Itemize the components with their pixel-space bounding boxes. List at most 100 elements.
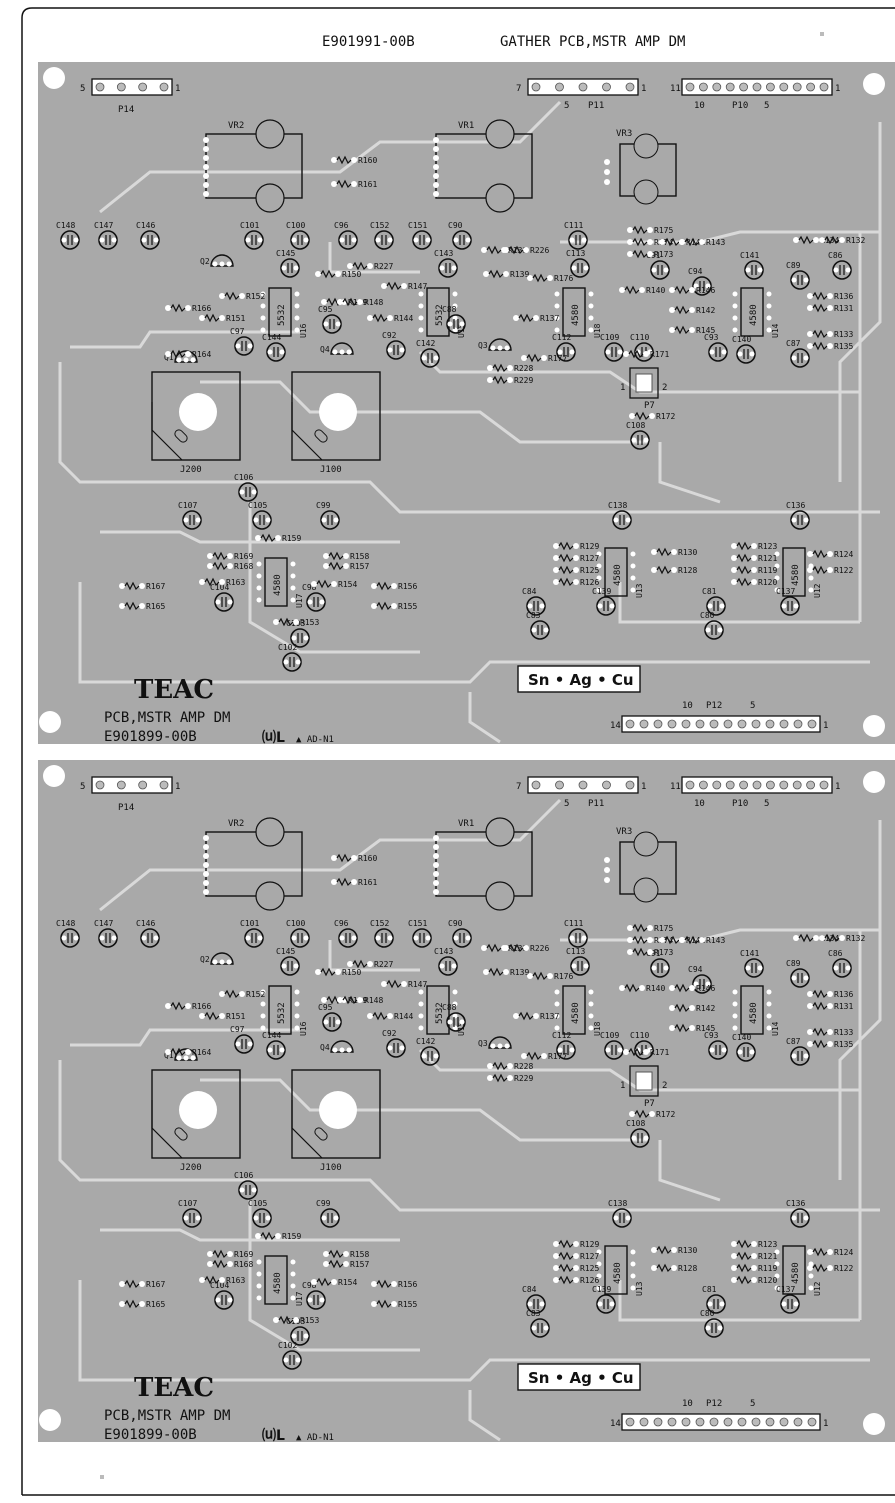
resistor-label: R165 [146, 1300, 165, 1309]
resistor-label: R171 [650, 1048, 669, 1057]
resistor: R167 [118, 1280, 165, 1289]
mounting-hole [39, 711, 61, 733]
resistor-label: R129 [580, 1240, 599, 1249]
ic-part-number: 4580 [571, 1002, 581, 1024]
resistor: R226 [502, 246, 549, 255]
resistor: R126 [552, 578, 599, 587]
resistor: R148 [336, 298, 383, 307]
resistor: R146 [668, 984, 715, 993]
capacitor-label: C100 [286, 221, 305, 230]
capacitor-label: C104 [210, 583, 229, 592]
capacitor: C101 [240, 221, 264, 250]
capacitor: C151 [408, 221, 432, 250]
capacitor: C105 [248, 1199, 272, 1228]
resistor-label: R138 [508, 944, 527, 953]
resistor: R164 [164, 1048, 211, 1057]
resistor-label: R122 [834, 566, 853, 575]
capacitor: C89 [786, 959, 810, 988]
mounting-hole [863, 73, 885, 95]
jack-j100: J100 [291, 371, 381, 475]
mounting-hole [863, 771, 885, 793]
capacitor-label: C92 [382, 1029, 397, 1038]
connector-pin-label: 1 [835, 84, 840, 94]
capacitor-label: C84 [522, 1285, 537, 1294]
capacitor-label: C151 [408, 221, 427, 230]
resistor: R166 [164, 304, 211, 313]
capacitor-label: C95 [318, 305, 333, 314]
capacitor-label: C138 [608, 501, 627, 510]
capacitor-label: C141 [740, 251, 759, 260]
capacitor-label: C92 [382, 331, 397, 340]
connector-pin-label: 7 [516, 84, 521, 94]
resistor: R229 [486, 376, 533, 385]
capacitor: C87 [786, 1037, 810, 1066]
potentiometer-vr1: VR1 [433, 119, 533, 213]
capacitor-label: C106 [234, 1171, 253, 1180]
resistor: R169 [206, 552, 253, 561]
capacitor: C84 [522, 1285, 546, 1314]
resistor-label: R172 [656, 1110, 675, 1119]
capacitor: C140 [732, 1033, 756, 1062]
potentiometer-vr3: VR3 [604, 827, 677, 903]
capacitor: C146 [136, 221, 160, 250]
capacitor-label: C136 [786, 501, 805, 510]
resistor-label: R156 [398, 1280, 417, 1289]
resistor-label: R145 [696, 326, 715, 335]
connector-pin-label: 2 [662, 1081, 667, 1091]
capacitor-label: C145 [276, 947, 295, 956]
resistor-label: R160 [358, 854, 377, 863]
resistor-label: R125 [580, 566, 599, 575]
resistor: R131 [806, 304, 853, 313]
connector-pin-label: 1 [175, 782, 180, 792]
resistor: R165 [118, 1300, 165, 1309]
ul-mark-icon: ⒰L [262, 729, 285, 746]
transistor: Q3 [478, 1036, 512, 1050]
capacitor-label: C106 [234, 473, 253, 482]
capacitor: C86 [828, 251, 852, 280]
jack-label: J200 [180, 465, 202, 475]
transistor: Q1 [164, 350, 198, 364]
capacitor: C102 [278, 643, 302, 672]
capacitor: C81 [702, 1285, 726, 1314]
transistor-label: Q2 [200, 955, 210, 964]
resistor-label: R139 [510, 968, 529, 977]
resistor: R150 [314, 968, 361, 977]
capacitor-label: C100 [286, 919, 305, 928]
resistor: R120 [730, 1276, 777, 1285]
capacitor-label: C97 [230, 327, 245, 336]
resistor-label: R172 [656, 412, 675, 421]
resistor: R138 [480, 246, 527, 255]
potentiometer-label: VR1 [458, 121, 474, 131]
resistor: R142 [668, 306, 715, 315]
capacitor: C144 [262, 1031, 286, 1060]
capacitor-label: C151 [408, 919, 427, 928]
capacitor-label: C99 [316, 501, 331, 510]
resistor: R168 [206, 562, 253, 571]
capacitor-label: C142 [416, 1037, 435, 1046]
capacitor-label: C80 [700, 1309, 715, 1318]
capacitor: C152 [370, 919, 394, 948]
capacitor: C100 [286, 221, 310, 250]
capacitor-label: C97 [230, 1025, 245, 1034]
resistor-label: R169 [234, 1250, 253, 1259]
potentiometer-label: VR1 [458, 819, 474, 829]
resistor: R136 [806, 292, 853, 301]
resistor-label: R128 [678, 566, 697, 575]
resistor: R145 [668, 1024, 715, 1033]
resistor-label: R145 [696, 1024, 715, 1033]
mounting-hole [863, 1413, 885, 1435]
jack-j200: J200 [151, 1069, 241, 1173]
transistor-label: Q4 [320, 1043, 330, 1052]
resistor: R120 [730, 578, 777, 587]
resistor-label: R153 [300, 618, 319, 627]
resistor: R124 [806, 1248, 853, 1257]
transistor: Q4 [320, 1040, 354, 1054]
resistor: R169 [206, 1250, 253, 1259]
